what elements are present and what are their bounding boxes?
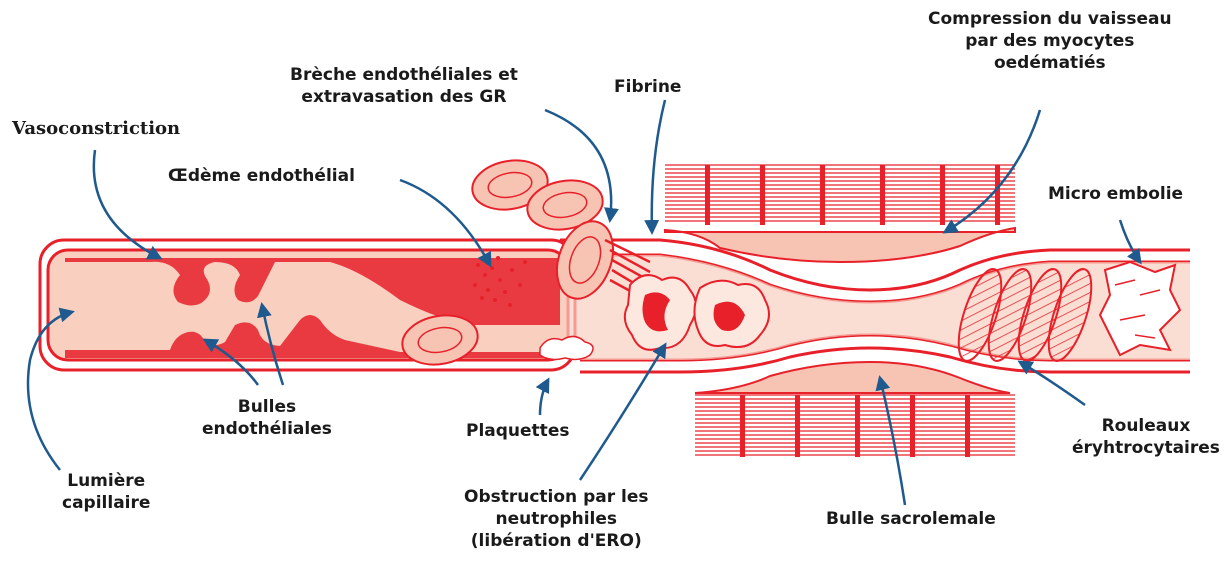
arrow-obstruction <box>580 345 665 480</box>
label-rouleaux: Rouleaux éryhtrocytaires <box>1072 415 1220 459</box>
arrow-rouleaux <box>1020 362 1085 405</box>
swollen-myocyte-top <box>665 228 1015 262</box>
arrow-fibrine <box>652 100 665 232</box>
label-fibrine: Fibrine <box>614 76 681 98</box>
label-bulles: Bulles endothéliales <box>202 396 332 440</box>
label-obstruction: Obstruction par les neutrophiles (libéra… <box>464 486 649 552</box>
muscle-fibers-bottom <box>695 362 1015 457</box>
arrow-bulle-sacro <box>880 378 905 505</box>
label-oedeme: Œdème endothélial <box>168 165 355 187</box>
label-plaquettes: Plaquettes <box>466 420 569 442</box>
muscle-fibers-top <box>665 163 1015 262</box>
label-lumiere: Lumière capillaire <box>62 470 150 514</box>
arrow-micro-embolie <box>1120 220 1140 262</box>
label-breche: Brèche endothéliales et extravasation de… <box>290 64 518 108</box>
arrow-plaquettes <box>540 380 548 415</box>
arrow-vasoconstriction <box>94 150 160 258</box>
label-compression: Compression du vaisseau par des myocytes… <box>928 8 1172 74</box>
label-bulle-sacrolemale: Bulle sacrolemale <box>826 508 996 530</box>
label-vasoconstriction: Vasoconstriction <box>12 118 180 140</box>
label-micro-embolie: Micro embolie <box>1048 183 1183 205</box>
